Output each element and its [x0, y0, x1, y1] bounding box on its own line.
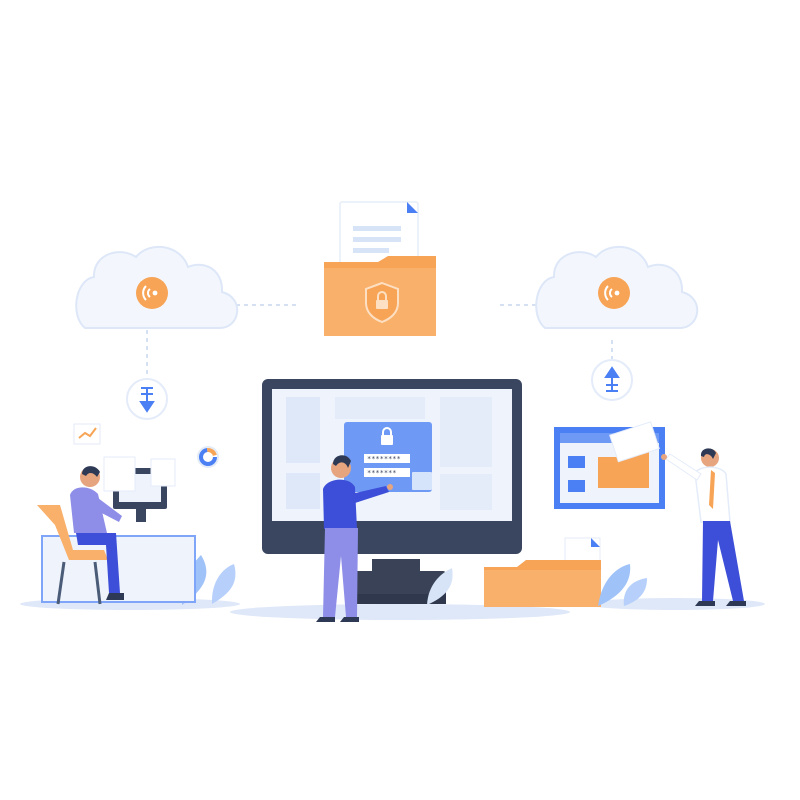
password-value: ********	[367, 455, 401, 463]
plants	[182, 555, 647, 606]
workstation-left	[37, 456, 196, 605]
upload-arrow-icon	[591, 359, 633, 401]
line-chart-icon	[73, 423, 101, 445]
wifi-signal-icon	[598, 277, 630, 309]
lock-icon	[381, 435, 393, 445]
download-arrow-icon	[126, 378, 168, 420]
wifi-signal-icon	[136, 277, 168, 309]
monitor: ******** *******	[262, 379, 522, 604]
password-field[interactable]	[364, 468, 410, 477]
password-field[interactable]	[364, 454, 410, 463]
file-browser-window	[554, 421, 665, 509]
donut-chart-icon	[197, 446, 219, 468]
folder-stack	[484, 537, 601, 607]
connector-lines	[146, 304, 613, 375]
cloud-right	[535, 245, 699, 329]
password-value: *******	[367, 469, 397, 477]
cloud-left	[75, 245, 239, 329]
ground-shadow-center	[230, 604, 570, 620]
person-center	[316, 455, 393, 622]
lock-icon	[376, 300, 388, 309]
secure-folder	[324, 201, 436, 336]
person-right	[661, 448, 746, 606]
